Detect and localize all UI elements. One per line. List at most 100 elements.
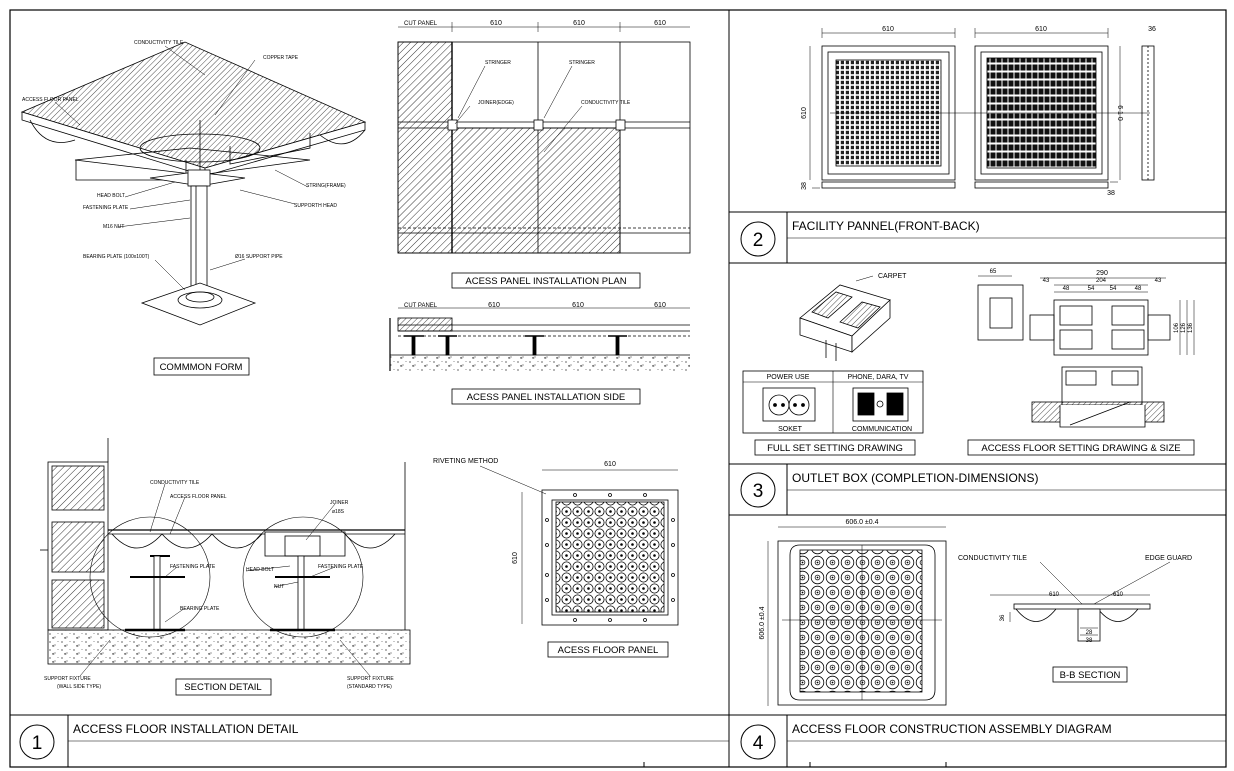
section-nut: NUT (274, 584, 284, 590)
section-access-floor-panel: ACCESS FLOOR PANEL (170, 494, 227, 500)
installation-side-drawing (389, 307, 690, 371)
floor-panel-drawing (479, 465, 679, 626)
side-dim-3: 610 (654, 302, 666, 309)
section-joiner-sub: ø18S (332, 509, 345, 515)
title-block-3: 3 OUTLET BOX (COMPLETION-DIMENSIONS) (740, 471, 1038, 508)
facility-front-height: 610 (801, 107, 808, 119)
dim-54-left: 54 (1088, 286, 1095, 292)
dim-126: 126 (1181, 322, 1187, 333)
outlet-box-socket-table: POWER USE PHONE, DARA, TV SOKET COMMUNIC… (742, 370, 924, 434)
title-block-2: 2 FACILITY PANNEL(FRONT-BACK) (740, 219, 980, 257)
section-joiner: JOINER (330, 500, 349, 506)
outlet-box-labels: CARPET 65 290 204 43 43 48 54 54 48 106 … (754, 269, 1195, 456)
label-string-frame: STRING(FRAME) (306, 183, 346, 189)
soket-label: SOKET (778, 426, 802, 433)
section-detail-caption-box: SECTION DETAIL (175, 678, 272, 696)
assembly-edge-guard: EDGE GUARD (1145, 555, 1192, 562)
section-conductivity-tile: CONDUCTIVITY TILE (150, 480, 200, 486)
plan-dim-2: 610 (573, 20, 585, 27)
label-access-floor-panel: ACCESS FLOOR PANEL (22, 97, 79, 103)
side-caption: ACESS PANEL INSTALLATION SIDE (467, 392, 626, 403)
section-fixture-std: SUPPORT FIXTURE (347, 676, 394, 682)
label-head-bolt: HEAD BOLT (97, 193, 125, 199)
floor-panel-dim-h: 610 (512, 552, 519, 564)
assembly-dim-width: 606.0 ±0.4 (845, 519, 878, 526)
installation-side-labels: CUT PANEL 610 610 610 ACESS PANEL INSTAL… (404, 302, 666, 405)
plan-cut-panel: CUT PANEL (404, 21, 438, 27)
dim-65: 65 (990, 269, 997, 275)
panel1-title: ACCESS FLOOR INSTALLATION DETAIL (73, 722, 299, 736)
floor-panel-caption: ACESS FLOOR PANEL (558, 645, 659, 656)
bb-dim-610-left: 610 (1049, 592, 1060, 598)
dim-48-left: 48 (1063, 286, 1070, 292)
panel2-number: 2 (753, 230, 764, 251)
label-conductivity-tile: CONDUCTIVITY TILE (134, 40, 184, 46)
floor-panel-labels: RIVETING METHOD 610 610 ACESS FLOOR PANE… (433, 458, 669, 658)
facility-front-bottom: 38 (801, 182, 808, 190)
section-head-bolt: HEAD BOLT (246, 567, 274, 573)
section-fastening-plate-left: FASTENING PLATE (170, 564, 216, 570)
title-block-4: 4 ACCESS FLOOR CONSTRUCTION ASSEMBLY DIA… (740, 722, 1112, 760)
side-dim-2: 610 (572, 302, 584, 309)
section-fixture-std-sub: (STANDARD TYPE) (347, 684, 392, 690)
facility-panel-labels: 610 610 36 610 6 1 0 38 38 (801, 26, 1156, 197)
common-form-caption-box: COMMMON FORM (153, 357, 250, 376)
floor-setting-caption: ACCESS FLOOR SETTING DRAWING & SIZE (981, 443, 1180, 454)
dim-43-left: 43 (1043, 278, 1050, 284)
bb-dim-38: 38 (1086, 638, 1093, 644)
socket-icon (762, 387, 816, 422)
communication-label: COMMUNICATION (852, 426, 912, 433)
facility-front-width: 610 (882, 26, 894, 33)
label-bearing-plate: BEARING PLATE (100x100T) (83, 254, 150, 260)
plan-joiner: JOINER(EDGE) (478, 100, 514, 106)
section-caption: SECTION DETAIL (184, 682, 261, 693)
section-detail-labels: CONDUCTIVITY TILE ACCESS FLOOR PANEL JOI… (44, 480, 394, 690)
label-copper-tape: COPPER TAPE (263, 55, 299, 61)
communication-icon (852, 387, 909, 422)
facility-panel-drawing (809, 28, 1155, 189)
section-fastening-plate-right: FASTENING PLATE (318, 564, 364, 570)
panel3-number: 3 (753, 481, 764, 502)
panel1-number: 1 (32, 733, 43, 754)
panel4-title: ACCESS FLOOR CONSTRUCTION ASSEMBLY DIAGR… (792, 722, 1112, 736)
facility-back-height: 6 1 0 (1116, 105, 1123, 121)
dim-54-right: 54 (1110, 286, 1117, 292)
floor-panel-riveting: RIVETING METHOD (433, 458, 498, 465)
phone-label: PHONE, DARA, TV (848, 374, 909, 381)
plan-stringer-2: STRINGER (569, 60, 595, 66)
common-form-leaders (54, 45, 309, 291)
assembly-dim-height: 606.0 ±0.4 (759, 606, 766, 639)
dim-290: 290 (1096, 270, 1108, 277)
label-m16-nut: M16 NUT (103, 224, 124, 230)
assembly-panel-drawing (767, 526, 1171, 706)
facility-side-thickness: 36 (1148, 26, 1156, 33)
facility-back-width: 610 (1035, 26, 1047, 33)
label-support-pipe: Ø16 SUPPORT PIPE (235, 254, 283, 260)
assembly-conductivity-tile: CONDUCTIVITY TILE (958, 555, 1027, 562)
dim-136: 136 (1188, 322, 1194, 333)
section-fixture-wall: SUPPORT FIXTURE (44, 676, 91, 682)
plan-conductivity-tile: CONDUCTIVITY TILE (581, 100, 631, 106)
section-fixture-wall-sub: (WALL SIDE TYPE) (57, 684, 101, 690)
common-form-caption: COMMMON FORM (160, 362, 243, 373)
label-fastening-plate: FASTENING PLATE (83, 205, 129, 211)
dim-43-right: 43 (1155, 278, 1162, 284)
floor-panel-dim-w: 610 (604, 461, 616, 468)
plan-dim-3: 610 (654, 20, 666, 27)
dim-106: 106 (1174, 322, 1180, 333)
power-use-label: POWER USE (767, 374, 810, 381)
plan-caption: ACESS PANEL INSTALLATION PLAN (465, 276, 626, 287)
side-dim-1: 610 (488, 302, 500, 309)
section-detail-drawing (40, 438, 411, 665)
panel3-title: OUTLET BOX (COMPLETION-DIMENSIONS) (792, 471, 1038, 485)
common-form-labels: CONDUCTIVITY TILE COPPER TAPE ACCESS FLO… (22, 40, 346, 260)
facility-back-bottom: 38 (1107, 190, 1115, 197)
sheet-frame (9, 9, 1227, 768)
assembly-panel-labels: 606.0 ±0.4 606.0 ±0.4 CONDUCTIVITY TILE … (759, 519, 1192, 683)
outlet-box-dims-drawing (977, 275, 1195, 428)
section-detail-leaders (79, 483, 371, 677)
installation-plan-drawing (397, 22, 691, 254)
bb-dim-36: 36 (1000, 614, 1006, 621)
bb-section-caption: B-B SECTION (1060, 670, 1121, 681)
